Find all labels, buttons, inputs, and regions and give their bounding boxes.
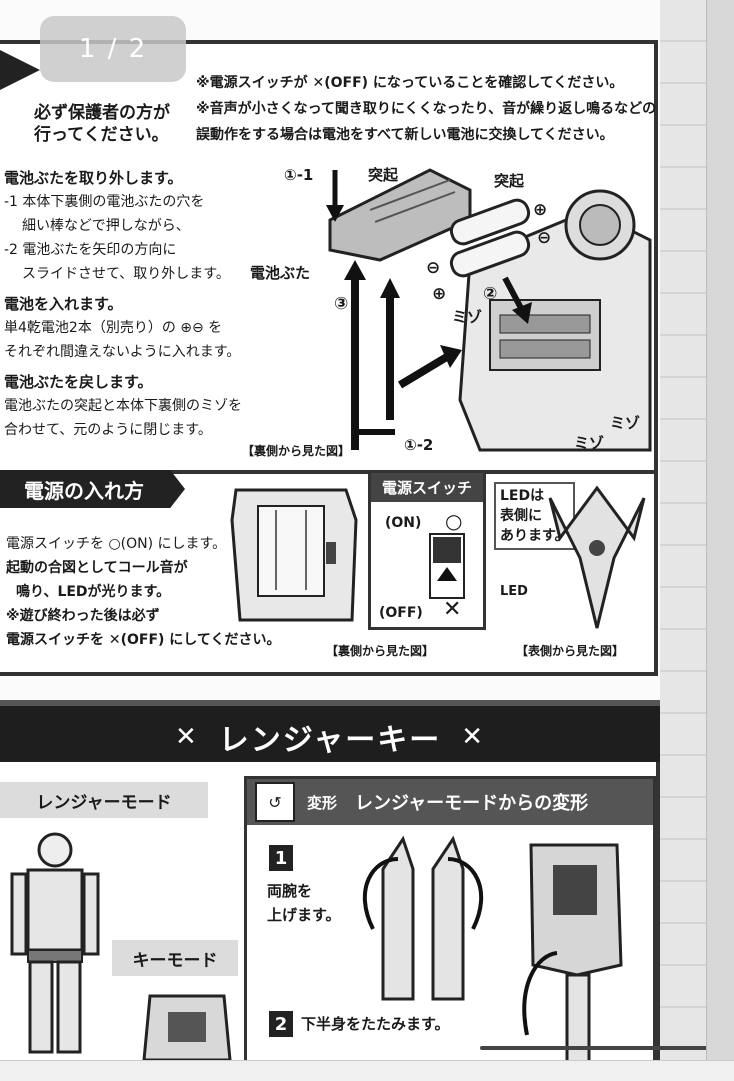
arrow-up-icon [437, 567, 457, 581]
notice-line: ※音声が小さくなって聞き取りにくくなったり、音が繰り返し鳴るなどの [196, 101, 657, 117]
key-mode-label: キーモード [132, 950, 218, 971]
battery-diagram [326, 168, 652, 452]
led-note-line: 表側に [500, 508, 542, 524]
power-title-text: 電源の入れ方 [24, 478, 144, 503]
battery-steps: 電池ぶたを取り外します。 -1 本体下裏側の電池ぶたの穴を 細い棒などで押しなが… [4, 166, 242, 442]
step-title: 電池を入れます。 [4, 295, 123, 313]
switch-knob [433, 537, 461, 563]
power-line: 鳴り、LEDが光ります。 [16, 584, 171, 600]
ranger-figure-diagram [10, 832, 100, 1054]
ranger-key-banner: ✕ レンジャーキー ✕ [0, 700, 660, 768]
banner-title: レンジャーキー [218, 723, 442, 758]
step-line: 細い棒などで押しながら、 [22, 218, 190, 234]
front-view-caption: 【表側から見た図】 [516, 644, 625, 658]
decorative-strip [660, 0, 706, 1060]
step-line: 合わせて、元のように閉じます。 [4, 422, 212, 438]
guardian-note: 必ず保護者の方が 行ってください。 [34, 102, 170, 146]
emblem-icon: ✕ [461, 722, 486, 752]
plus-symbol-icon: ⊕ [533, 200, 548, 220]
diagram-label-groove: ミゾ [574, 434, 605, 452]
power-switch-slider[interactable] [429, 533, 465, 599]
page-indicator-text: 1 / 2 [78, 34, 148, 64]
notice-line: ※電源スイッチが ✕(OFF) になっていることを確認してください。 [196, 75, 624, 91]
diagram-label-battery-cover: 電池ぶた [250, 264, 311, 282]
step-text-line: 両腕を [267, 882, 313, 900]
step-2-text: 下半身をたたみます。 [301, 1015, 450, 1033]
ranger-mode-tab: レンジャーモード [0, 782, 208, 818]
horizontal-scrollbar[interactable] [480, 1046, 706, 1050]
switch-on-label: (ON) [385, 515, 422, 531]
plus-symbol-icon: ⊕ [432, 284, 447, 304]
key-mode-diagram [142, 994, 232, 1060]
transform-title: レンジャーモードからの変形 [355, 793, 589, 814]
diagram-caption: 【裏側から見た図】 [242, 444, 351, 458]
transform-section: ↺ 変形 レンジャーモードからの変形 1 両腕を 上げます。 2 下半身をたたみ… [244, 776, 656, 1060]
minus-symbol-icon: ⊖ [426, 258, 441, 278]
diagram-label-step2: ② [483, 284, 498, 304]
diagram-label-protrusion: 突起 [494, 172, 525, 190]
step-line: それぞれ間違えないように入れます。 [4, 344, 241, 360]
section-divider [0, 470, 654, 474]
power-switch-callout: 電源スイッチ (ON) ○ (OFF) ✕ [368, 470, 486, 630]
power-instructions: 電源スイッチを ○(ON) にします。 起動の合図としてコール音が 鳴り、LED… [6, 532, 280, 652]
power-line: 起動の合図としてコール音が [6, 560, 188, 576]
power-line: 電源スイッチを ○(ON) にします。 [6, 536, 227, 552]
led-note-line: LEDは [500, 488, 545, 504]
key-mode-tab: キーモード [112, 940, 238, 976]
step-number: 1 [269, 845, 293, 871]
diagram-label-protrusion: 突起 [368, 166, 399, 184]
emblem-icon: ✕ [174, 722, 199, 752]
page-indicator: 1 / 2 [40, 16, 186, 82]
power-section-title: 電源の入れ方 [0, 470, 185, 508]
transform-header: ↺ 変形 レンジャーモードからの変形 [247, 779, 653, 825]
bottom-toolbar [0, 1060, 734, 1081]
power-line: ※遊び終わった後は必ず [6, 608, 160, 624]
guardian-note-line: 行ってください。 [34, 125, 169, 145]
off-cross-icon: ✕ [443, 597, 462, 622]
switch-off-label: (OFF) [379, 605, 423, 621]
step-title: 電池ぶたを取り外します。 [4, 169, 183, 187]
manual-page: 必ず保護者の方が 行ってください。 ※電源スイッチが ✕(OFF) になっている… [0, 0, 706, 1060]
step-line: -2 電池ぶたを矢印の方向に [4, 242, 177, 258]
diagram-label-step1-2: ①-2 [404, 436, 434, 454]
step-line: スライドさせて、取り外します。 [22, 266, 230, 282]
diagram-label-step1-1: ①-1 [284, 166, 314, 184]
back-view-caption: 【裏側から見た図】 [326, 644, 435, 658]
device-back-diagram [230, 488, 358, 622]
transform-icon-label: 変形 [307, 793, 338, 812]
diagram-label-groove: ミゾ [452, 308, 483, 326]
on-circle-icon: ○ [445, 509, 463, 533]
notice-block: ※電源スイッチが ✕(OFF) になっていることを確認してください。 ※音声が小… [196, 70, 656, 148]
vertical-scrollbar-track[interactable] [706, 0, 734, 1080]
power-line: 電源スイッチを ✕(OFF) にしてください。 [6, 632, 281, 648]
transform-key-diagram [522, 843, 623, 1060]
step-line: -1 本体下裏側の電池ぶたの穴を [4, 194, 205, 210]
step-line: 電池ぶたの突起と本体下裏側のミゾを [4, 398, 242, 414]
transform-step1-diagram [362, 835, 484, 1001]
diagram-label-groove: ミゾ [610, 414, 641, 432]
switch-title: 電源スイッチ [371, 473, 483, 502]
minus-symbol-icon: ⊖ [537, 228, 552, 248]
step-title: 電池ぶたを戻します。 [4, 373, 153, 391]
transform-icon: ↺ [255, 782, 295, 822]
step-text-line: 上げます。 [267, 906, 341, 924]
led-note: LEDは 表側に あります。 [494, 482, 575, 550]
guardian-note-line: 必ず保護者の方が [34, 103, 170, 123]
ranger-mode-label: レンジャーモード [36, 792, 172, 813]
step-1-text: 両腕を 上げます。 [267, 879, 341, 927]
notice-line: 誤動作をする場合は電池をすべて新しい電池に交換してください。 [196, 127, 614, 143]
diagram-label-step3: ③ [334, 294, 349, 314]
led-note-line: あります。 [500, 528, 569, 544]
step-line: 単4乾電池2本（別売り）の ⊕⊖ を [4, 320, 223, 336]
device-front-diagram [548, 485, 646, 629]
led-label: LED [500, 584, 528, 599]
step-number: 2 [269, 1011, 293, 1037]
